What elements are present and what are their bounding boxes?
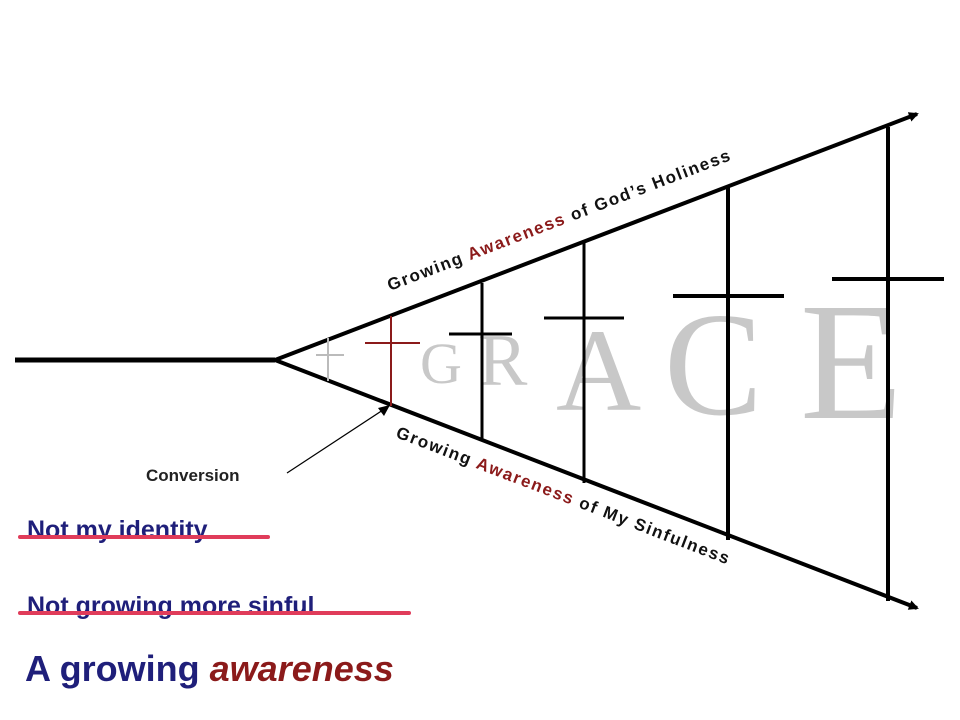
not-my-identity-strikethrough <box>18 535 270 539</box>
sinfulness-label-highlight: Awareness <box>474 454 578 509</box>
not-more-sinful-strikethrough <box>18 611 411 615</box>
grace-letter-e: E <box>800 269 903 455</box>
not-more-sinful-statement: Not growing more sinful <box>27 592 315 621</box>
growing-awareness-emphasis: awareness <box>209 648 394 689</box>
conversion-pointer-arrowhead <box>378 405 390 416</box>
not-more-sinful-text: Not growing more sinful <box>27 592 315 620</box>
conversion-label: Conversion <box>146 466 240 485</box>
holiness-awareness-line <box>274 112 919 362</box>
growing-awareness-statement: A growing awareness <box>25 648 394 690</box>
grace-letter-g: G <box>420 331 462 396</box>
grace-letter-c: C <box>664 283 763 447</box>
holiness-label-prefix: Growing <box>385 246 472 295</box>
conversion-pointer-arrow <box>286 407 387 474</box>
sinfulness-awareness-line <box>274 358 919 610</box>
not-my-identity-statement: Not my identity <box>27 516 208 545</box>
not-my-identity-text: Not my identity <box>27 516 208 544</box>
holiness-label-highlight: Awareness <box>465 209 569 264</box>
sinfulness-label-prefix: Growing <box>394 423 481 472</box>
holiness-label-suffix: of God’s Holiness <box>562 145 734 226</box>
growing-awareness-prefix: A growing <box>25 648 210 689</box>
holiness-label: Growing Awareness of God’s Holiness <box>385 145 735 294</box>
grace-letter-r: R <box>478 320 528 402</box>
grace-letter-a: A <box>556 305 641 436</box>
